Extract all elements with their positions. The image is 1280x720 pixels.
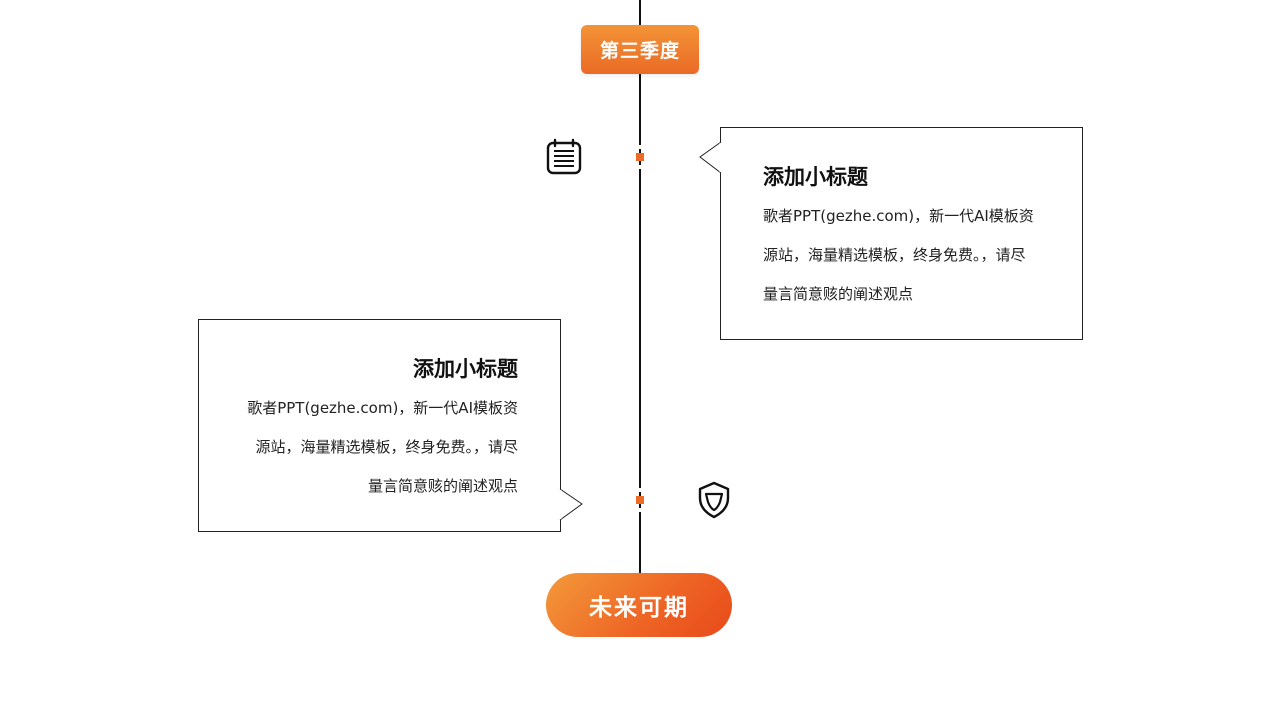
card-text-line: 歌者PPT(gezhe.com)，新一代AI模板资 xyxy=(763,207,1034,225)
axis-gap xyxy=(630,508,650,512)
timeline-node-1 xyxy=(636,153,644,161)
shield-icon xyxy=(698,481,730,519)
card-title: 添加小标题 xyxy=(763,165,868,189)
milestone-card-left: 添加小标题 歌者PPT(gezhe.com)，新一代AI模板资 源站，海量精选模… xyxy=(198,319,561,532)
card-title: 添加小标题 xyxy=(413,357,518,381)
axis-gap xyxy=(630,488,650,492)
card-pointer-left xyxy=(699,141,723,174)
card-text-line: 量言简意赅的阐述观点 xyxy=(367,477,518,495)
timeline-axis xyxy=(639,0,641,575)
calendar-icon xyxy=(546,138,582,175)
card-text-line: 源站，海量精选模板，终身免费。，请尽 xyxy=(255,438,518,456)
axis-gap xyxy=(630,145,650,149)
future-label: 未来可期 xyxy=(589,595,689,621)
card-text-line: 歌者PPT(gezhe.com)，新一代AI模板资 xyxy=(247,399,518,417)
card-pointer-right xyxy=(558,488,583,521)
season-badge: 第三季度 xyxy=(581,25,699,74)
axis-gap xyxy=(630,165,650,169)
timeline-node-2 xyxy=(636,496,644,504)
card-text-line: 源站，海量精选模板，终身免费。，请尽 xyxy=(763,246,1026,264)
season-label: 第三季度 xyxy=(599,40,680,62)
future-badge: 未来可期 xyxy=(546,573,732,637)
card-text-line: 量言简意赅的阐述观点 xyxy=(763,285,914,303)
milestone-card-right: 添加小标题 歌者PPT(gezhe.com)，新一代AI模板资 源站，海量精选模… xyxy=(720,127,1083,340)
